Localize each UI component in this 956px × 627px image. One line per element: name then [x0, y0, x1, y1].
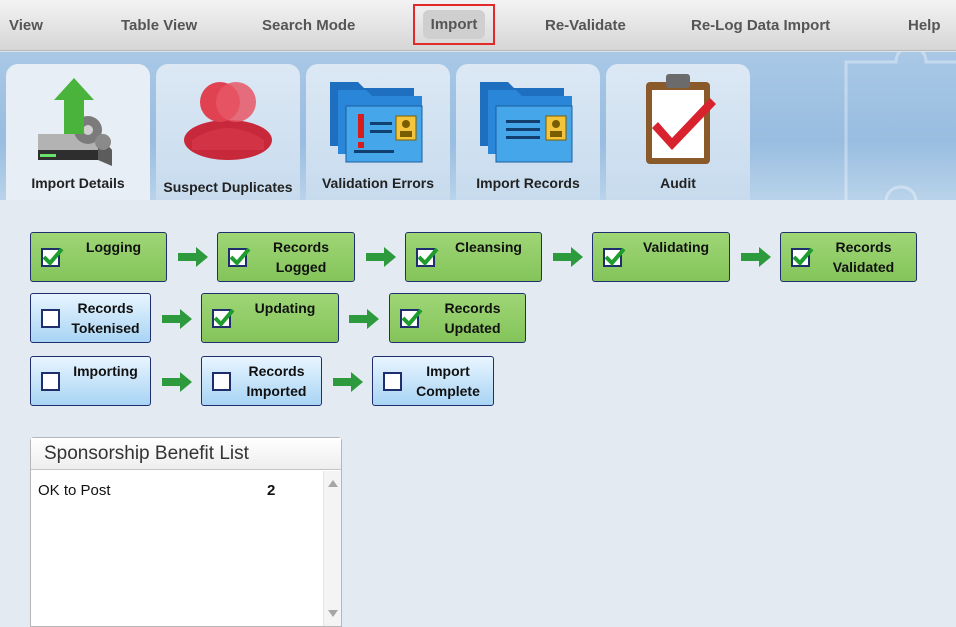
list-item-count: 2 — [267, 482, 276, 499]
error-folders-icon — [330, 82, 423, 163]
checkbox-checked — [228, 247, 251, 267]
step-label: Records Logged — [272, 239, 330, 275]
tab-import-details-label: Import Details — [31, 175, 125, 191]
step-label: Records Validated — [832, 239, 895, 275]
list-item-name: OK to Post — [38, 482, 111, 499]
tab-validation-errors-label: Validation Errors — [321, 175, 435, 191]
arrow-right-icon — [162, 309, 192, 329]
arrow-right-icon — [553, 247, 583, 267]
duplicate-people-icon — [184, 82, 272, 160]
checkbox-checked — [416, 247, 439, 267]
menu-import-label: Import — [422, 10, 486, 39]
server-upload-icon — [38, 78, 112, 166]
checkbox-unchecked — [212, 372, 231, 391]
checkbox-unchecked — [383, 372, 402, 391]
tab-suspect-duplicates[interactable]: Suspect Duplicates — [156, 64, 300, 200]
step-label: Records Imported — [246, 363, 307, 399]
menu-help[interactable]: Help — [908, 17, 941, 34]
step-records-validated[interactable]: Records Validated — [780, 232, 917, 282]
tab-import-records-label: Import Records — [476, 175, 580, 191]
arrow-right-icon — [162, 372, 192, 392]
arrow-right-icon — [741, 247, 771, 267]
tab-suspect-duplicates-label: Suspect Duplicates — [163, 179, 293, 195]
checkmark-icon — [792, 247, 814, 266]
menu-search-mode[interactable]: Search Mode — [262, 17, 356, 34]
step-label: Logging — [85, 239, 142, 255]
tab-validation-errors[interactable]: Validation Errors — [306, 64, 450, 200]
step-label: Updating — [254, 300, 316, 316]
arrow-right-icon — [349, 309, 379, 329]
checkbox-unchecked — [41, 372, 60, 391]
record-folders-icon — [480, 82, 573, 163]
step-import-complete[interactable]: Import Complete — [372, 356, 494, 406]
step-records-tokenised[interactable]: Records Tokenised — [30, 293, 151, 343]
sponsorship-benefit-list: Sponsorship Benefit List OK to Post 2 — [30, 437, 342, 627]
step-label: Records Updated — [444, 300, 501, 336]
checkmark-icon — [401, 308, 423, 327]
step-records-imported[interactable]: Records Imported — [201, 356, 322, 406]
step-label: Importing — [73, 363, 138, 379]
import-progress-panel: Logging Records Logged Cleansing Validat… — [0, 200, 956, 627]
checkmark-icon — [42, 247, 64, 266]
menu-import[interactable]: Import — [413, 4, 495, 45]
list-item[interactable]: OK to Post 2 — [31, 482, 321, 504]
tab-audit-label: Audit — [660, 175, 696, 191]
step-updating[interactable]: Updating — [201, 293, 339, 343]
checkbox-checked — [791, 247, 814, 267]
scroll-down-icon[interactable] — [328, 610, 338, 617]
checkmark-icon — [417, 247, 439, 266]
checkmark-icon — [229, 247, 251, 266]
arrow-right-icon — [178, 247, 208, 267]
puzzle-background-icon — [844, 52, 956, 200]
tab-strip: Import Details Suspect Duplicates Valida… — [0, 52, 956, 200]
clipboard-check-icon — [646, 74, 716, 164]
step-label: Records Tokenised — [71, 300, 140, 336]
tab-audit[interactable]: Audit — [606, 64, 750, 200]
vertical-scrollbar[interactable] — [323, 471, 341, 626]
step-label: Validating — [642, 239, 710, 255]
step-validating[interactable]: Validating — [592, 232, 730, 282]
checkbox-unchecked — [41, 309, 60, 328]
checkmark-icon — [213, 308, 235, 327]
step-label: Import Complete — [416, 363, 480, 399]
checkbox-checked — [41, 247, 64, 267]
menu-re-log-data-import[interactable]: Re-Log Data Import — [691, 17, 831, 34]
checkbox-checked — [212, 308, 235, 328]
menu-re-validate[interactable]: Re-Validate — [545, 17, 626, 34]
menu-view[interactable]: View — [9, 17, 43, 34]
checkbox-checked — [603, 247, 626, 267]
scroll-up-icon[interactable] — [328, 480, 338, 487]
step-cleansing[interactable]: Cleansing — [405, 232, 542, 282]
arrow-right-icon — [366, 247, 396, 267]
checkbox-checked — [400, 308, 423, 328]
arrow-right-icon — [333, 372, 363, 392]
step-records-updated[interactable]: Records Updated — [389, 293, 526, 343]
top-menu-bar: View Table View Search Mode Import Re-Va… — [0, 0, 956, 51]
step-logging[interactable]: Logging — [30, 232, 167, 282]
tab-import-records[interactable]: Import Records — [456, 64, 600, 200]
tab-import-details[interactable]: Import Details — [6, 64, 150, 200]
step-records-logged[interactable]: Records Logged — [217, 232, 355, 282]
menu-table-view[interactable]: Table View — [121, 17, 198, 34]
step-importing[interactable]: Importing — [30, 356, 151, 406]
checkmark-icon — [604, 247, 626, 266]
panel-title: Sponsorship Benefit List — [31, 438, 341, 470]
step-label: Cleansing — [455, 239, 522, 255]
